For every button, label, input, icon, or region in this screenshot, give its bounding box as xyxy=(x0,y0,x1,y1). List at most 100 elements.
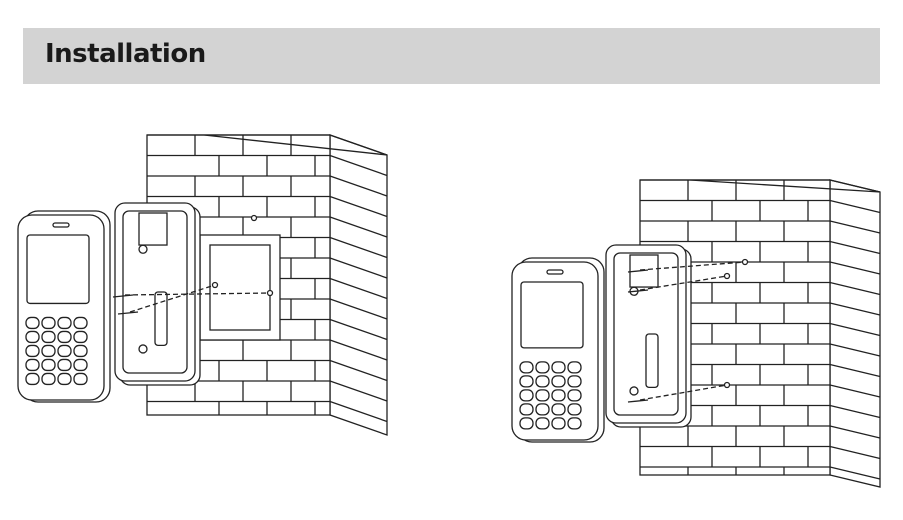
keypad-key xyxy=(57,316,72,330)
keypad-key xyxy=(519,361,534,374)
keypad-key xyxy=(535,375,550,388)
brick-line-side xyxy=(829,445,881,460)
brick-line-side xyxy=(329,318,388,341)
screw-guide xyxy=(124,292,271,296)
wall-box-inner xyxy=(209,244,271,331)
keypad-key xyxy=(567,389,582,402)
keypad-key xyxy=(567,375,582,388)
keypad-key xyxy=(535,389,550,402)
keypad-sensor xyxy=(52,222,70,228)
wall-anchor-hole xyxy=(723,381,731,389)
keypad-key xyxy=(41,358,56,372)
brick-line-side xyxy=(329,216,388,238)
keypad-screen xyxy=(26,234,90,305)
wall-anchor-hole xyxy=(266,289,274,297)
brick-line-side xyxy=(829,220,881,234)
keypad-key xyxy=(551,403,566,416)
brick-line-side xyxy=(829,363,881,378)
brick-line-side xyxy=(329,359,388,382)
screw-guide xyxy=(129,284,216,313)
brick-line-side xyxy=(829,302,881,316)
wall-top xyxy=(640,179,881,193)
mount-plate-inner xyxy=(613,252,679,416)
section-title: Installation xyxy=(45,39,206,69)
brick-line-side xyxy=(829,322,881,337)
brick-line-side xyxy=(829,466,881,480)
keypad-key xyxy=(567,361,582,374)
wall-anchor-hole xyxy=(250,214,258,222)
screw xyxy=(117,311,139,315)
mount-plate xyxy=(114,202,196,382)
keypad-screen xyxy=(520,281,584,349)
brick-line-side xyxy=(829,261,881,275)
brick-line-side xyxy=(329,175,388,197)
keypad-key xyxy=(567,417,582,430)
screw xyxy=(627,269,649,273)
keypad-key xyxy=(41,372,56,386)
screw xyxy=(112,294,134,298)
brick-line-side xyxy=(329,400,388,423)
brick-line-side xyxy=(329,154,388,177)
keypad-key xyxy=(73,330,88,344)
keypad-key xyxy=(519,403,534,416)
mount-plate xyxy=(605,244,687,424)
brick-line-side xyxy=(329,195,388,218)
wall-anchor-hole xyxy=(741,258,749,266)
terminal-block xyxy=(629,254,659,288)
keypad-sensor xyxy=(546,269,564,275)
brick-line-side xyxy=(829,404,881,419)
keypad-key xyxy=(535,417,550,430)
keypad-key xyxy=(41,344,56,358)
screw-guide xyxy=(639,275,728,291)
screw-hole xyxy=(629,386,639,396)
brick-line-side xyxy=(329,257,388,279)
brick-line-side xyxy=(829,343,881,357)
keypad-key xyxy=(73,344,88,358)
wall-side xyxy=(329,134,388,436)
wall-anchor-hole xyxy=(723,272,731,280)
brick-line-side xyxy=(329,236,388,259)
keypad-key xyxy=(25,330,40,344)
terminal-block xyxy=(138,212,168,246)
keypad-key xyxy=(57,344,72,358)
screw xyxy=(627,399,649,403)
keypad-key xyxy=(519,389,534,402)
keypad-key xyxy=(57,358,72,372)
keypad-key xyxy=(73,358,88,372)
brick-line-side xyxy=(829,199,881,214)
keypad-key xyxy=(25,358,40,372)
tamper-slot xyxy=(154,291,168,347)
wall-anchor-hole xyxy=(211,281,219,289)
keypad-key xyxy=(25,344,40,358)
keypad-key xyxy=(41,316,56,330)
keypad-key xyxy=(551,389,566,402)
screw-guide xyxy=(639,261,746,271)
keypad-body xyxy=(17,214,105,401)
screw-guide xyxy=(639,384,728,401)
screw-hole xyxy=(138,244,148,254)
keypad-key xyxy=(535,403,550,416)
brick-line-side xyxy=(329,380,388,402)
keypad-body xyxy=(511,261,599,441)
screw xyxy=(627,289,649,293)
screw-hole xyxy=(138,344,148,354)
wall-top xyxy=(147,134,388,156)
keypad-key xyxy=(57,372,72,386)
wall-box-opening xyxy=(199,234,281,341)
keypad-key xyxy=(551,361,566,374)
tamper-slot xyxy=(645,333,659,389)
brick-line-side xyxy=(829,425,881,439)
keypad-key xyxy=(57,330,72,344)
mount-plate-inner xyxy=(122,210,188,374)
keypad-key xyxy=(25,372,40,386)
keypad-key xyxy=(73,372,88,386)
keypad-key xyxy=(73,316,88,330)
flush-mount-illustration xyxy=(17,134,388,436)
keypad-key xyxy=(551,375,566,388)
keypad-key xyxy=(519,375,534,388)
brick-line-side xyxy=(329,339,388,361)
keypad-key xyxy=(551,417,566,430)
keypad-key xyxy=(41,330,56,344)
keypad-key xyxy=(519,417,534,430)
